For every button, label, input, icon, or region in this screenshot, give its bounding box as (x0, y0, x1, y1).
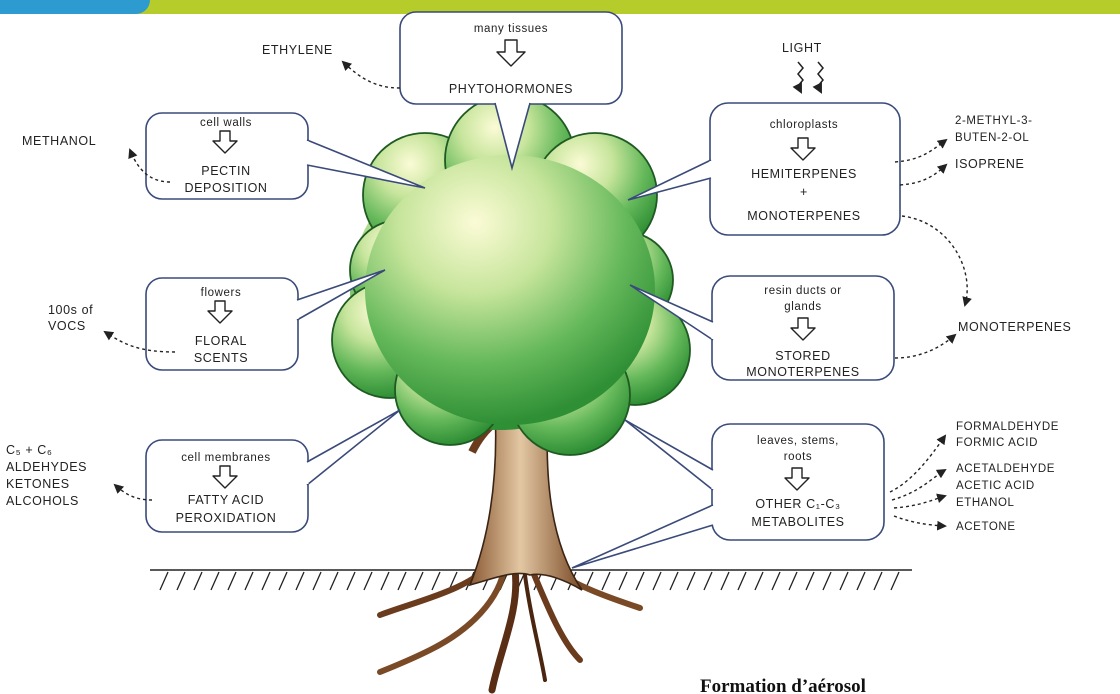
output-aldehydes: ALCOHOLS (6, 494, 79, 508)
ground-hatch (652, 571, 662, 591)
source-label: cell walls (200, 117, 252, 129)
ground-hatch (431, 571, 441, 591)
ground-hatch (720, 571, 730, 591)
source-label: glands (784, 301, 822, 313)
ground-hatch (669, 571, 679, 591)
class-label: MONOTERPENES (747, 209, 860, 223)
ground-hatch (686, 571, 696, 591)
top-accent-tab (0, 0, 150, 14)
down-arrow-icon (784, 467, 810, 491)
class-label: PECTIN (201, 164, 250, 178)
ground-hatch (856, 571, 866, 591)
source-label: flowers (201, 287, 242, 299)
class-label: MONOTERPENES (746, 365, 859, 379)
output-acetic-acid: ACETIC ACID (956, 480, 1035, 492)
class-label: STORED (775, 349, 830, 363)
ground-hatch (414, 571, 424, 591)
output-methylbutenol: BUTEN-2-OL (955, 132, 1029, 144)
output-ethanol: ETHANOL (956, 497, 1015, 509)
ground-hatch (839, 571, 849, 591)
class-label: DEPOSITION (184, 181, 267, 195)
light-rays-icon (792, 61, 824, 94)
source-label: chloroplasts (770, 119, 839, 131)
ground-hatch (601, 571, 611, 591)
top-accent-bar (0, 0, 1120, 14)
ground-hatch (635, 571, 645, 591)
class-label: PHYTOHORMONES (449, 82, 573, 96)
tree-canopy (331, 94, 691, 456)
ground-hatch (754, 571, 764, 591)
ground-hatch (363, 571, 373, 591)
down-arrow-icon (207, 300, 233, 324)
ground-hatch (261, 571, 271, 591)
output-methanol: METHANOL (22, 134, 96, 148)
output-aldehydes: ALDEHYDES (6, 460, 87, 474)
output-isoprene: ISOPRENE (955, 157, 1024, 171)
class-label: FATTY ACID (188, 493, 264, 507)
ground-hatch (380, 571, 390, 591)
output-vocs: 100s of (48, 303, 93, 317)
ground-hatch (822, 571, 832, 591)
ground-hatch (312, 571, 322, 591)
down-arrow-icon (790, 137, 816, 161)
down-arrow-icon (790, 317, 816, 341)
ground-hatch (159, 571, 169, 591)
ground-hatch (210, 571, 220, 591)
plus-label: + (800, 185, 808, 199)
ground-hatch (193, 571, 203, 591)
ground-hatch (805, 571, 815, 591)
ground-hatch (788, 571, 798, 591)
down-arrow-icon (212, 130, 238, 154)
ground-hatch (397, 571, 407, 591)
ground-hatch (227, 571, 237, 591)
tree-trunk (468, 407, 583, 591)
output-methylbutenol: 2-METHYL-3- (955, 115, 1033, 127)
down-arrow-icon (496, 39, 526, 67)
caption: Formation d’aérosol (700, 676, 866, 694)
ground-hatch (278, 571, 288, 591)
ground-hatch (244, 571, 254, 591)
output-monoterpenes: MONOTERPENES (958, 320, 1071, 334)
bubble-hemiterpenes (627, 102, 901, 236)
input-light: LIGHT (782, 41, 822, 55)
source-label: leaves, stems, (757, 435, 839, 447)
output-vocs: VOCS (48, 319, 86, 333)
ground-hatch (703, 571, 713, 591)
source-label: roots (784, 451, 813, 463)
output-aldehydes: KETONES (6, 477, 70, 491)
ground-hatch (771, 571, 781, 591)
ground-hatch (618, 571, 628, 591)
ground-hatch (737, 571, 747, 591)
output-formic-acid: FORMIC ACID (956, 437, 1038, 449)
bubble-pectin (145, 112, 426, 200)
class-label: SCENTS (194, 351, 248, 365)
class-label: FLORAL (195, 334, 247, 348)
source-label: resin ducts or (764, 285, 841, 297)
output-aldehydes: C₅ + C₆ (6, 443, 53, 457)
output-acetone: ACETONE (956, 521, 1016, 533)
output-ethylene: ETHYLENE (262, 43, 333, 57)
class-label: OTHER C₁-C₃ (755, 497, 840, 511)
down-arrow-icons (207, 39, 816, 491)
ground-hatch (329, 571, 339, 591)
class-label: HEMITERPENES (751, 167, 857, 181)
source-label: many tissues (474, 23, 548, 35)
ground-hatch (873, 571, 883, 591)
down-arrow-icon (212, 465, 238, 489)
class-label: PEROXIDATION (176, 511, 277, 525)
emission-arrows (103, 60, 972, 531)
class-label: METABOLITES (751, 515, 844, 529)
bubble-floral (145, 269, 386, 371)
output-formaldehyde: FORMALDEHYDE (956, 421, 1059, 433)
ground-hatch (890, 571, 900, 591)
ground-hatch (346, 571, 356, 591)
output-acetaldehyde: ACETALDEHYDE (956, 463, 1055, 475)
ground-hatch (176, 571, 186, 591)
source-label: cell membranes (181, 452, 271, 464)
ground-hatch (295, 571, 305, 591)
